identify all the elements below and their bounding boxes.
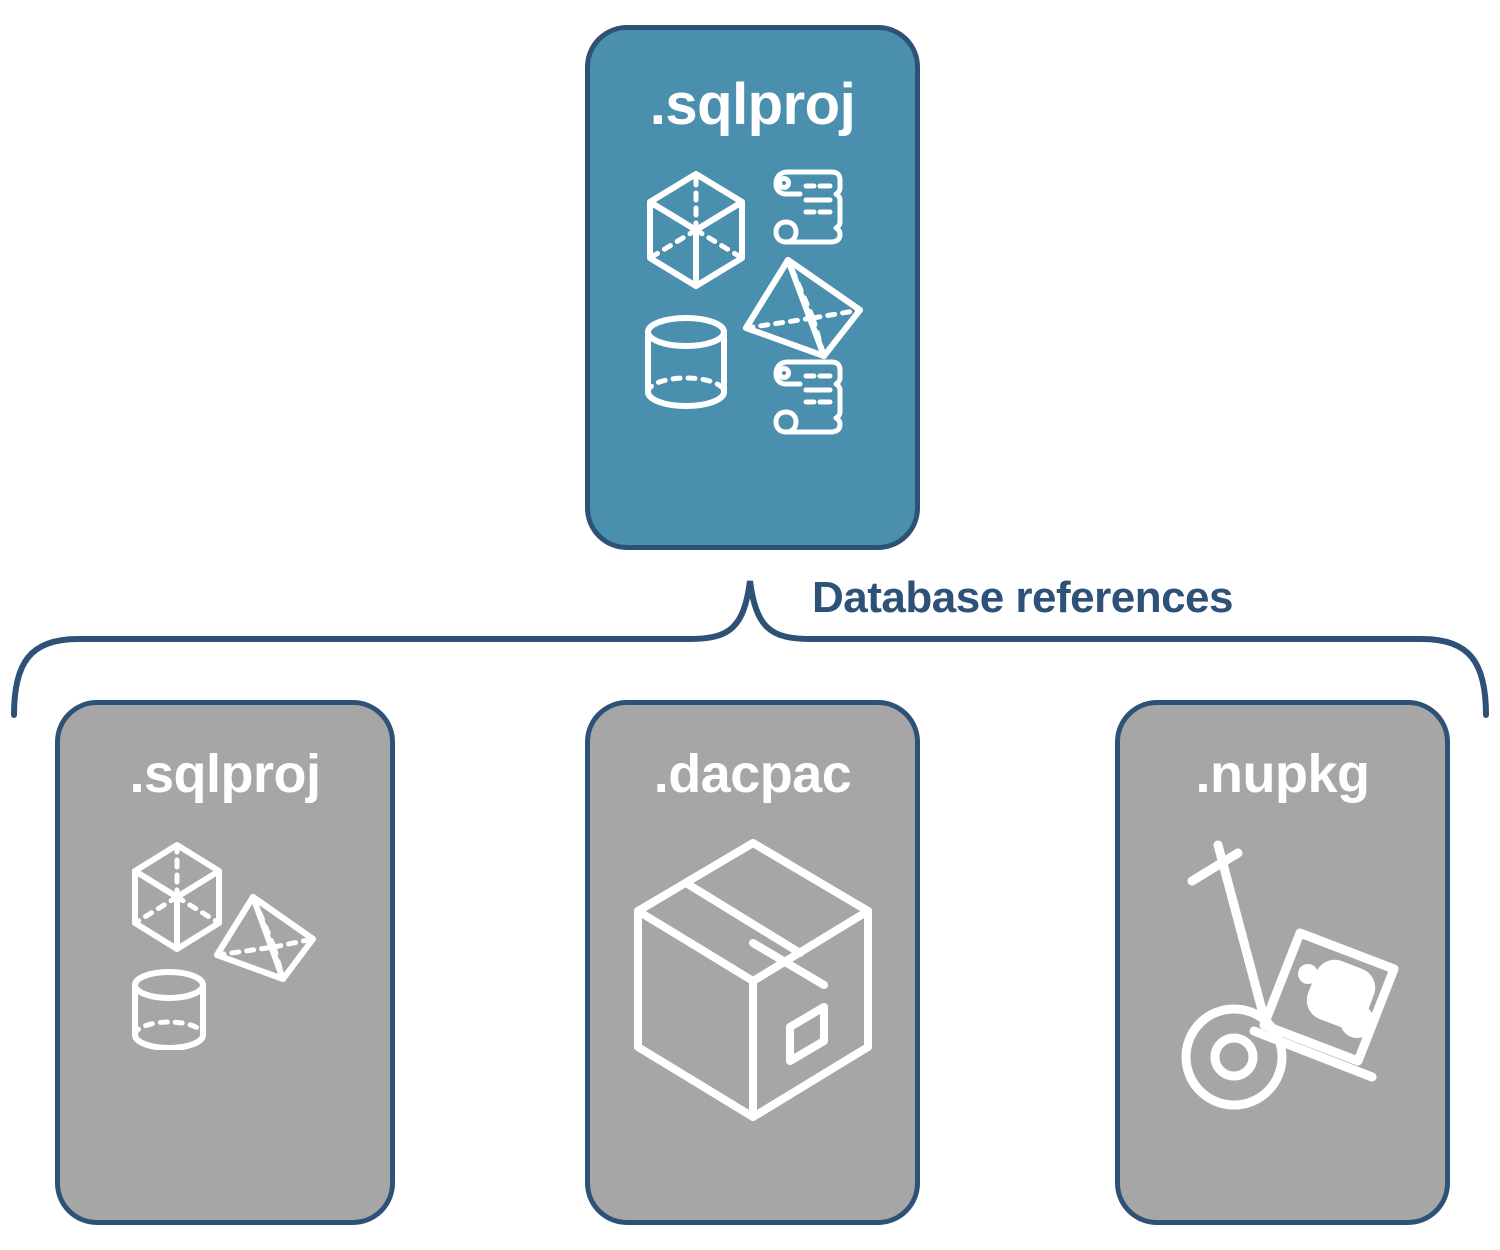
cylinder-wireframe-icon bbox=[132, 969, 206, 1051]
nuget-glyph bbox=[1297, 959, 1375, 1038]
node-title: .nupkg bbox=[1195, 744, 1370, 804]
pyramid-hidden-edges bbox=[743, 257, 862, 359]
cylinder-wireframe-icon bbox=[644, 315, 727, 409]
node-title: .dacpac bbox=[653, 744, 852, 804]
node-sqlproj-primary[interactable]: .sqlproj bbox=[585, 25, 920, 550]
hand-truck-package-icon bbox=[1181, 840, 1398, 1110]
cylinder-hidden-edge bbox=[645, 375, 726, 395]
node-sqlproj-reference[interactable]: .sqlproj bbox=[55, 700, 395, 1225]
scroll-script-icon bbox=[773, 169, 842, 245]
nupkg-icon-group bbox=[1158, 835, 1408, 1115]
scroll-script-icon bbox=[773, 359, 842, 435]
cube-hidden-edges bbox=[647, 171, 744, 261]
primary-node-icon-group bbox=[638, 160, 868, 435]
node-title: .sqlproj bbox=[129, 744, 321, 804]
dacpac-icon-group bbox=[628, 835, 878, 1125]
pyramid-wireframe-icon bbox=[742, 257, 863, 359]
node-dacpac-reference[interactable]: .dacpac bbox=[585, 700, 920, 1225]
cube-hidden-edges bbox=[132, 842, 222, 926]
pyramid-hidden-edges bbox=[214, 894, 316, 982]
pyramid-wireframe-icon bbox=[214, 894, 316, 982]
connector-label: Database references bbox=[812, 573, 1233, 622]
cylinder-hidden-edge bbox=[132, 1019, 206, 1038]
shipping-box-icon bbox=[633, 839, 872, 1121]
node-title: .sqlproj bbox=[649, 72, 856, 137]
sqlproj-icon-group bbox=[125, 835, 325, 1051]
database-references-brace bbox=[11, 580, 1489, 718]
node-nupkg-reference[interactable]: .nupkg bbox=[1115, 700, 1450, 1225]
